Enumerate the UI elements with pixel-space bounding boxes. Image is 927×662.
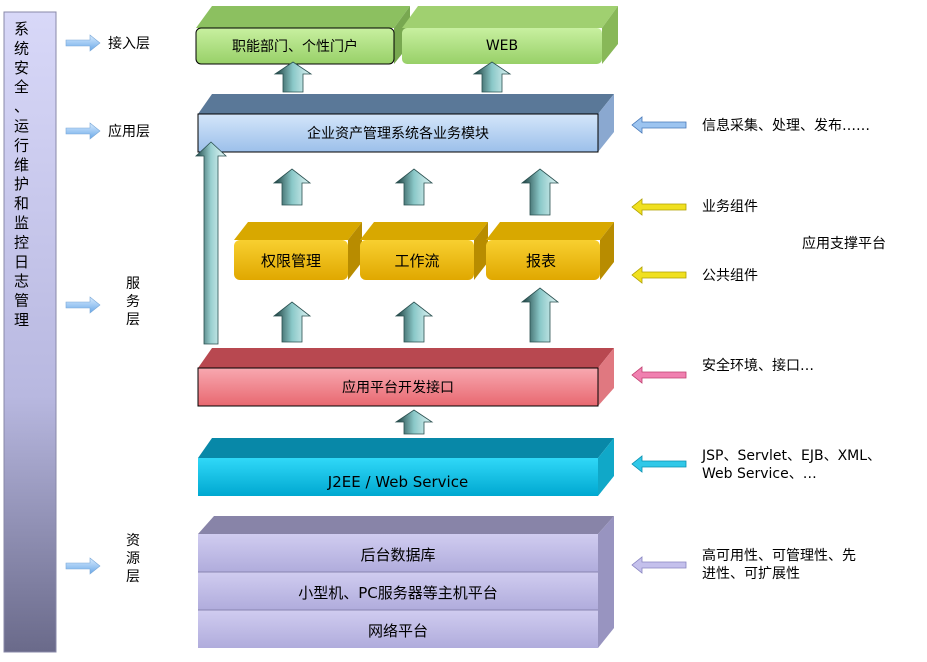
layer-service: 服务层 (65, 276, 140, 328)
portal-box: 职能部门、个性门户 (195, 6, 410, 65)
svg-text:高可用性、可管理性、先: 高可用性、可管理性、先 (702, 547, 856, 564)
auth-box: 权限管理 (234, 222, 362, 280)
business-modules-box: 企业资产管理系统各业务模块 (197, 94, 614, 153)
database-label: 后台数据库 (360, 546, 435, 564)
up-arrow-icon (472, 61, 512, 93)
svg-text:权限管理: 权限管理 (261, 252, 321, 270)
left-arrow-icon (631, 198, 687, 216)
up-arrow-icon (272, 301, 312, 343)
svg-text:企业资产管理系统各业务模块: 企业资产管理系统各业务模块 (307, 125, 489, 142)
svg-text:工作流: 工作流 (394, 252, 439, 270)
workflow-box: 工作流 (360, 222, 488, 280)
left-arrow-icon (631, 455, 687, 473)
right-arrow-icon (65, 122, 101, 140)
up-arrow-icon (273, 61, 313, 93)
layer-application: 应用层 (65, 122, 150, 140)
svg-text:安全环境、接口…: 安全环境、接口… (702, 357, 814, 374)
up-arrow-icon (394, 409, 434, 435)
note-common-component: 公共组件 (631, 266, 758, 284)
note-tech: JSP、Servlet、EJB、XML、 Web Service、… (631, 448, 881, 482)
svg-text:进性、可扩展性: 进性、可扩展性 (702, 566, 800, 582)
layer-label-resource: 资源层 (126, 533, 140, 585)
svg-text:应用平台开发接口: 应用平台开发接口 (342, 379, 454, 396)
web-box: WEB (402, 6, 618, 64)
resource-stack: 后台数据库 小型机、PC服务器等主机平台 网络平台 (198, 516, 614, 648)
up-arrow-icon (194, 141, 228, 345)
j2ee-box: J2EE / Web Service (198, 438, 614, 496)
servers-label: 小型机、PC服务器等主机平台 (298, 584, 498, 602)
note-info: 信息采集、处理、发布…… (631, 116, 870, 134)
right-arrow-icon (65, 557, 101, 575)
platform-api-box: 应用平台开发接口 (197, 348, 614, 407)
svg-text:业务组件: 业务组件 (702, 199, 758, 215)
svg-text:WEB: WEB (486, 38, 518, 54)
report-box: 报表 (486, 222, 614, 280)
left-arrow-icon (631, 556, 687, 574)
left-arrow-icon (631, 116, 687, 134)
svg-text:信息采集、处理、发布……: 信息采集、处理、发布…… (702, 117, 870, 134)
sidebar-label: 系统安全、运行维护和监控日志管理 (14, 20, 29, 329)
svg-text:职能部门、个性门户: 职能部门、个性门户 (232, 38, 358, 55)
layer-label-service: 服务层 (126, 276, 140, 328)
left-arrow-icon (631, 266, 687, 284)
svg-text:J2EE / Web Service: J2EE / Web Service (327, 473, 468, 491)
layer-resource: 资源层 (65, 533, 140, 585)
note-security: 安全环境、接口… (631, 357, 814, 384)
up-arrow-icon (394, 301, 434, 343)
note-biz-component: 业务组件 (631, 198, 758, 216)
right-arrow-icon (65, 296, 101, 314)
svg-text:公共组件: 公共组件 (702, 268, 758, 284)
layer-access: 接入层 (65, 34, 150, 52)
layer-label-access: 接入层 (108, 35, 150, 52)
svg-text:报表: 报表 (526, 252, 556, 270)
svg-text:Web Service、…: Web Service、… (702, 466, 817, 482)
right-arrow-icon (65, 34, 101, 52)
svg-text:JSP、Servlet、EJB、XML、: JSP、Servlet、EJB、XML、 (701, 448, 881, 464)
up-arrow-icon (520, 287, 560, 343)
left-arrow-icon (631, 366, 687, 384)
network-label: 网络平台 (368, 622, 428, 640)
layer-label-application: 应用层 (108, 123, 150, 140)
up-arrow-icon (272, 168, 312, 206)
note-platform: 应用支撑平台 (802, 235, 886, 252)
sidebar-panel: 系统安全、运行维护和监控日志管理 (3, 11, 57, 653)
note-quality: 高可用性、可管理性、先 进性、可扩展性 (631, 547, 856, 582)
up-arrow-icon (394, 168, 434, 206)
up-arrow-icon (520, 168, 560, 216)
